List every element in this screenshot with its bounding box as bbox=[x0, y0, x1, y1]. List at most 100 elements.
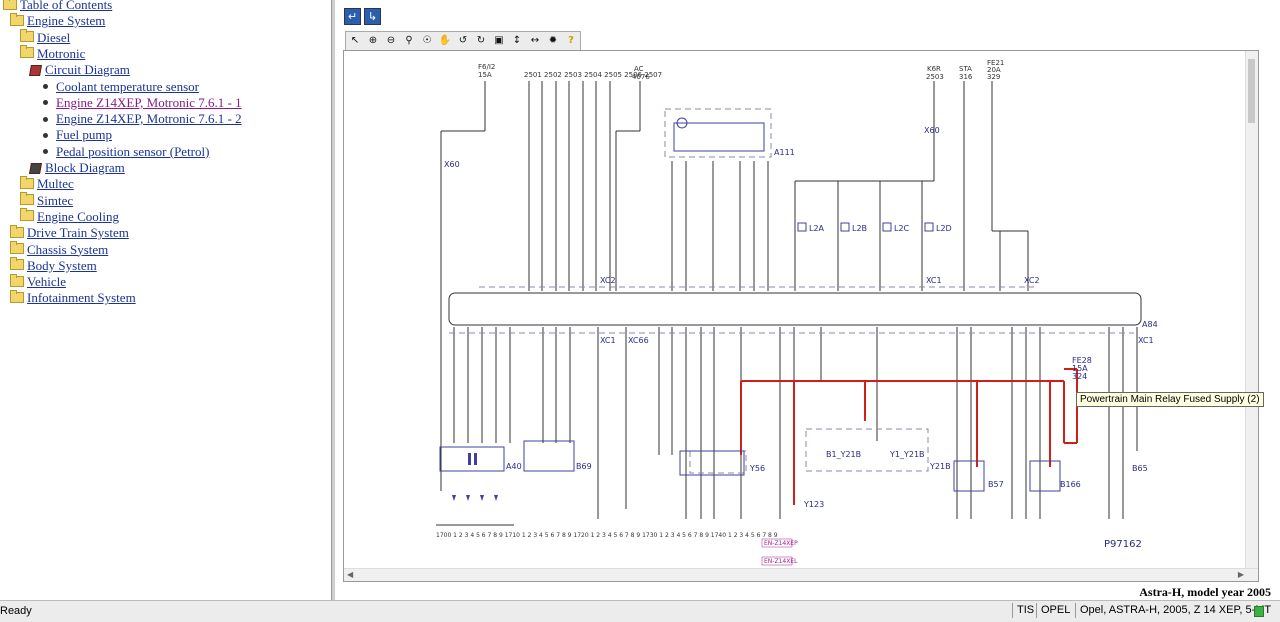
folder-icon bbox=[10, 224, 24, 238]
toc-item-label[interactable]: Motronic bbox=[37, 45, 86, 61]
sheet-id: P97162 bbox=[1104, 539, 1142, 550]
vertical-scrollbar[interactable] bbox=[1245, 51, 1258, 569]
toc-item[interactable]: Engine Z14XEP, Motronic 7.6.1 - 1 bbox=[41, 95, 242, 111]
folder-icon bbox=[10, 12, 24, 26]
sta-num: 316 bbox=[959, 73, 973, 81]
toc-item[interactable]: Simtec bbox=[20, 192, 74, 209]
pan-hand-icon[interactable]: ✋ bbox=[438, 35, 452, 46]
zoom-out-icon[interactable]: ⊖ bbox=[386, 35, 396, 46]
y123-label: Y123 bbox=[803, 500, 824, 509]
scroll-right-icon[interactable]: ▶ bbox=[1237, 570, 1244, 579]
toc-item-label[interactable]: Pedal position sensor (Petrol) bbox=[56, 143, 210, 159]
toc-item-label[interactable]: Drive Train System bbox=[27, 225, 129, 241]
toc-item[interactable]: Engine Z14XEP, Motronic 7.6.1 - 2 bbox=[41, 111, 242, 127]
xc1-left-label: XC1 bbox=[600, 336, 616, 345]
back-arrow-icon[interactable]: ↵ bbox=[344, 8, 361, 25]
fe21-num: 329 bbox=[987, 73, 1000, 81]
toc-item-label[interactable]: Coolant temperature sensor bbox=[56, 78, 199, 94]
scale-row: 1700 1 2 3 4 5 6 7 8 9 1710 1 2 3 4 5 6 … bbox=[436, 532, 778, 539]
tag-en-z14xep[interactable]: EN-Z14XEP bbox=[764, 540, 798, 547]
fit-page-icon[interactable]: ▣ bbox=[494, 35, 504, 46]
toc-item-label[interactable]: Multec bbox=[37, 176, 74, 192]
vertical-scroll-thumb[interactable] bbox=[1248, 59, 1255, 123]
toc-item[interactable]: Vehicle bbox=[10, 273, 66, 290]
content-panel: ↵ ↳ ↖ ⊕ ⊖ ⚲ ☉ ✋ ↺ ↻ ▣ ↕ ↔ ✹ ? bbox=[335, 0, 1280, 600]
toc-item-label[interactable]: Engine Z14XEP, Motronic 7.6.1 - 2 bbox=[56, 111, 242, 127]
block-diagram-icon bbox=[29, 162, 42, 174]
b166-label: B166 bbox=[1060, 480, 1081, 489]
forward-arrow-icon[interactable]: ↳ bbox=[364, 8, 381, 25]
toc-item[interactable]: Chassis System bbox=[10, 241, 109, 258]
toc-item-label[interactable]: Engine Cooling bbox=[37, 208, 119, 224]
toc-item-label[interactable]: Infotainment System bbox=[27, 290, 136, 306]
toc-item[interactable]: Circuit Diagram bbox=[29, 62, 130, 78]
wire-tooltip: Powertrain Main Relay Fused Supply (2) bbox=[1076, 392, 1264, 407]
toc-item-label[interactable]: Simtec bbox=[37, 192, 74, 208]
folder-icon bbox=[3, 0, 17, 10]
b69-label: B69 bbox=[576, 462, 592, 471]
highlight-icon[interactable]: ✹ bbox=[548, 35, 558, 46]
circuit-diagram-viewer[interactable]: F6/I2 15A 2501 2502 2503 2504 2505 2506 … bbox=[343, 50, 1259, 582]
folder-icon bbox=[10, 289, 24, 303]
toc-item[interactable]: Diesel bbox=[20, 29, 71, 46]
toc-item-label[interactable]: Diesel bbox=[37, 29, 71, 45]
status-led-icon bbox=[1254, 606, 1264, 617]
toc-item[interactable]: Engine Cooling bbox=[20, 208, 119, 225]
zoom-icon[interactable]: ⚲ bbox=[405, 35, 413, 46]
xc2-left-label: XC2 bbox=[600, 276, 616, 285]
toc-item-label[interactable]: Chassis System bbox=[27, 241, 109, 257]
folder-icon bbox=[10, 273, 24, 287]
toc-item-label[interactable]: Engine Z14XEP, Motronic 7.6.1 - 1 bbox=[56, 94, 242, 110]
folder-icon bbox=[20, 45, 34, 59]
toc-item-label[interactable]: Engine System bbox=[27, 13, 106, 29]
toc-item[interactable]: Multec bbox=[20, 175, 74, 192]
toc-item[interactable]: Pedal position sensor (Petrol) bbox=[41, 144, 209, 160]
toc-item[interactable]: Motronic bbox=[20, 45, 86, 62]
help-icon[interactable]: ? bbox=[568, 35, 574, 46]
fit-height-icon[interactable]: ↕ bbox=[512, 35, 522, 46]
k6r-num: 2503 bbox=[926, 73, 944, 81]
ac-num: 4076 bbox=[632, 73, 650, 81]
zoom-in-icon[interactable]: ⊕ bbox=[368, 35, 378, 46]
bullet-icon bbox=[43, 132, 48, 138]
toc-item[interactable]: Body System bbox=[10, 257, 97, 274]
toc-item[interactable]: Drive Train System bbox=[10, 224, 129, 241]
circuit-diagram-icon bbox=[29, 64, 42, 76]
toc-item[interactable]: Fuel pump bbox=[41, 127, 112, 143]
toc-item-label[interactable]: Block Diagram bbox=[45, 160, 125, 175]
l2c-label: L2C bbox=[894, 224, 910, 233]
xc2-right-label: XC2 bbox=[1024, 276, 1040, 285]
fit-width-icon[interactable]: ↔ bbox=[530, 35, 540, 46]
model-title: Astra-H, model year 2005 bbox=[1139, 585, 1271, 599]
xc1-top-label: XC1 bbox=[926, 276, 942, 285]
tag-en-z14xel[interactable]: EN-Z14XEL bbox=[764, 558, 798, 565]
folder-icon bbox=[20, 192, 34, 206]
toc-item[interactable]: Coolant temperature sensor bbox=[41, 79, 199, 95]
scroll-left-icon[interactable]: ◀ bbox=[347, 570, 354, 579]
status-vehicle: Opel, ASTRA-H, 2005, Z 14 XEP, 5-MT bbox=[1075, 603, 1275, 618]
toc-item[interactable]: Block Diagram bbox=[29, 160, 125, 176]
toc-item[interactable]: Table of Contents bbox=[3, 0, 112, 13]
pointer-icon[interactable]: ↖ bbox=[350, 35, 360, 46]
folder-icon bbox=[10, 241, 24, 254]
toc-item-label[interactable]: Vehicle bbox=[27, 274, 66, 290]
folder-icon bbox=[20, 208, 34, 222]
toc-item[interactable]: Engine System bbox=[10, 12, 106, 29]
sta-label: STA bbox=[959, 65, 972, 73]
zoom-area-icon[interactable]: ☉ bbox=[422, 35, 432, 46]
fe21-value: 20A bbox=[987, 66, 1001, 74]
toc-item[interactable]: Infotainment System bbox=[10, 289, 136, 306]
toc-item-label[interactable]: Circuit Diagram bbox=[45, 62, 130, 78]
diagram-toolbar: ↖ ⊕ ⊖ ⚲ ☉ ✋ ↺ ↻ ▣ ↕ ↔ ✹ ? bbox=[345, 31, 581, 51]
rotate-right-icon[interactable]: ↻ bbox=[476, 35, 486, 46]
fe21-label: FE21 bbox=[987, 59, 1004, 67]
folder-icon bbox=[20, 175, 34, 189]
toc-item-label[interactable]: Table of Contents bbox=[20, 0, 113, 12]
toc-item-label[interactable]: Body System bbox=[27, 257, 97, 273]
b1-y21b-label: B1_Y21B bbox=[826, 450, 861, 459]
toc-item-label[interactable]: Fuel pump bbox=[56, 127, 112, 143]
horizontal-scrollbar[interactable]: ◀ ▶ bbox=[344, 568, 1258, 581]
rotate-left-icon[interactable]: ↺ bbox=[458, 35, 468, 46]
ac-label: AC bbox=[634, 65, 644, 73]
